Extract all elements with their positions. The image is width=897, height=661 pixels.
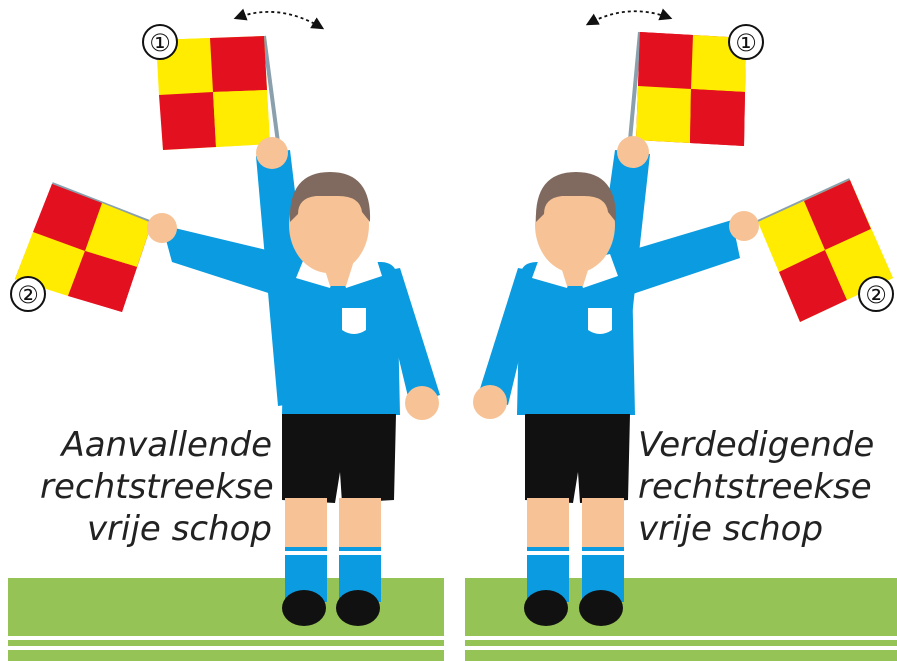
hand-raised bbox=[617, 136, 649, 168]
leg-right bbox=[339, 498, 381, 548]
flag-square-3 bbox=[779, 250, 847, 322]
leg-right bbox=[582, 498, 624, 548]
pocket bbox=[588, 308, 612, 334]
flag-square-1 bbox=[33, 184, 102, 251]
sock-stripe-right bbox=[339, 551, 381, 555]
sock-stripe-left bbox=[285, 551, 327, 555]
hand-raised bbox=[256, 137, 288, 169]
hand-side bbox=[729, 211, 759, 241]
flag-pole bbox=[628, 31, 642, 141]
torso bbox=[282, 262, 400, 415]
caption-defending-free-kick: Verdedigende rechtstreekse vrije schop bbox=[638, 424, 888, 550]
label-2-left: ② bbox=[10, 276, 46, 312]
flag-square-1 bbox=[758, 201, 825, 272]
field-line-left-1 bbox=[8, 636, 444, 640]
label-2-right-text: ② bbox=[865, 281, 887, 309]
head bbox=[289, 177, 369, 273]
flag-square-3 bbox=[159, 92, 216, 150]
caption-line: Aanvallende bbox=[61, 425, 272, 465]
shoe-left bbox=[282, 590, 326, 626]
flag-raised-right bbox=[628, 31, 746, 146]
swing-arrow-left bbox=[233, 8, 325, 30]
label-1-right-text: ① bbox=[735, 29, 757, 57]
field-line-left-2 bbox=[8, 646, 444, 650]
hand-down bbox=[473, 385, 507, 419]
caption-line: rechtstreekse bbox=[638, 467, 872, 507]
flag-raised-left bbox=[156, 35, 281, 151]
flag-pole bbox=[262, 35, 281, 151]
label-1-left-text: ① bbox=[149, 29, 171, 57]
flag-square-4 bbox=[68, 251, 137, 312]
flag-square-2 bbox=[804, 180, 871, 250]
flag-square-4 bbox=[690, 89, 745, 146]
caption-line: vrije schop bbox=[638, 509, 824, 549]
shoe-right bbox=[336, 590, 380, 626]
hand-down bbox=[405, 386, 439, 420]
leg-left bbox=[527, 498, 569, 548]
flag-square-4 bbox=[213, 90, 270, 147]
arm-side bbox=[162, 225, 300, 300]
flag-side-right bbox=[757, 178, 893, 322]
arm-down bbox=[378, 268, 440, 405]
referee-right: ① ② bbox=[473, 8, 894, 626]
flag-square-3 bbox=[636, 86, 691, 143]
sock-stripe-right bbox=[582, 551, 624, 555]
label-1-right: ① bbox=[728, 24, 764, 60]
pocket bbox=[342, 308, 366, 334]
caption-line: rechtstreekse bbox=[40, 467, 274, 507]
field-line-right-1 bbox=[465, 636, 897, 640]
label-2-right: ② bbox=[858, 276, 894, 312]
hair bbox=[535, 172, 617, 222]
flag-square-2 bbox=[85, 203, 152, 267]
head bbox=[535, 177, 615, 273]
swing-arrow-right bbox=[585, 8, 673, 26]
caption-line: Verdedigende bbox=[638, 425, 875, 465]
label-2-left-text: ② bbox=[17, 281, 39, 309]
shorts bbox=[525, 414, 630, 503]
shorts bbox=[282, 414, 396, 503]
flag-square-2 bbox=[210, 36, 267, 92]
arm-down bbox=[478, 268, 540, 405]
shoe-left bbox=[524, 590, 568, 626]
flag-square-1 bbox=[638, 32, 693, 89]
torso bbox=[517, 262, 635, 415]
leg-left bbox=[285, 498, 327, 548]
caption-line: vrije schop bbox=[86, 509, 272, 549]
hand-side bbox=[147, 213, 177, 243]
label-1-left: ① bbox=[142, 24, 178, 60]
hair bbox=[289, 172, 371, 222]
referee-left: ① ② bbox=[10, 8, 440, 626]
caption-attacking-free-kick: Aanvallende rechtstreekse vrije schop bbox=[40, 424, 274, 550]
field-line-right-2 bbox=[465, 646, 897, 650]
arm-side bbox=[605, 220, 740, 300]
sock-stripe-left bbox=[527, 551, 569, 555]
flag-side-left bbox=[15, 182, 153, 312]
shoe-right bbox=[579, 590, 623, 626]
